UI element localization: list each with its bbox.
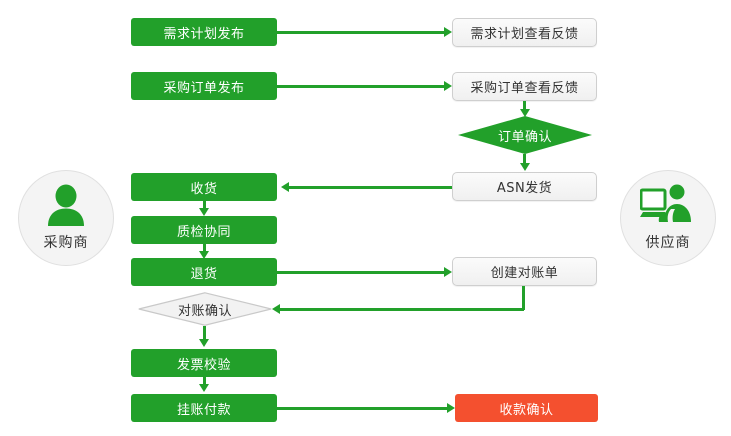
connector-return-to-statement bbox=[277, 270, 444, 274]
node-demand-plan-publish[interactable]: 需求计划发布 bbox=[131, 18, 277, 46]
node-purchase-order-publish[interactable]: 采购订单发布 bbox=[131, 72, 277, 100]
node-payable-payment-label: 挂账付款 bbox=[176, 402, 231, 418]
node-quality-collab[interactable]: 质检协同 bbox=[131, 216, 277, 244]
node-return-goods[interactable]: 退货 bbox=[131, 258, 277, 286]
connector-confirm-to-asn bbox=[523, 154, 526, 165]
node-create-statement-label: 创建对账单 bbox=[490, 266, 559, 281]
person-at-computer-icon bbox=[639, 184, 696, 230]
node-create-statement[interactable]: 创建对账单 bbox=[452, 257, 597, 286]
node-order-confirm[interactable]: 订单确认 bbox=[458, 116, 592, 154]
connector-confirm-to-asn-arrow bbox=[519, 163, 530, 171]
connector-asn-to-receive-arrow bbox=[281, 182, 289, 192]
node-purchase-order-feedback-label: 采购订单查看反馈 bbox=[470, 81, 579, 96]
connector-statement-down bbox=[521, 286, 525, 310]
connector-quality-to-return bbox=[202, 244, 206, 253]
node-demand-plan-feedback-label: 需求计划查看反馈 bbox=[470, 27, 579, 42]
connector-invoice-to-payment bbox=[202, 377, 206, 386]
reconcile-confirm-diamond-shape bbox=[138, 292, 272, 326]
node-quality-collab-label: 质检协同 bbox=[176, 224, 231, 240]
connector-receive-to-quality bbox=[202, 201, 206, 210]
connector-reconcile-to-invoice-arrow bbox=[199, 339, 209, 347]
connector-invoice-to-payment-arrow bbox=[199, 384, 209, 392]
connector-asn-to-receive bbox=[289, 185, 452, 189]
connector-purchase-order-arrow bbox=[444, 81, 452, 91]
node-demand-plan-feedback[interactable]: 需求计划查看反馈 bbox=[452, 18, 597, 47]
node-receipt-confirm-label: 收款确认 bbox=[499, 402, 554, 418]
connector-purchase-order bbox=[277, 84, 444, 88]
connector-demand-plan bbox=[277, 30, 444, 34]
node-receive-goods[interactable]: 收货 bbox=[131, 173, 277, 201]
connector-statement-left bbox=[280, 307, 524, 311]
connector-payment-to-receipt-arrow bbox=[447, 403, 455, 413]
actor-buyer-label: 采购商 bbox=[43, 235, 89, 251]
person-icon bbox=[44, 184, 88, 230]
node-payable-payment[interactable]: 挂账付款 bbox=[131, 394, 277, 422]
node-asn-shipment-label: ASN发货 bbox=[496, 181, 553, 196]
node-invoice-verify-label: 发票校验 bbox=[176, 357, 231, 373]
node-invoice-verify[interactable]: 发票校验 bbox=[131, 349, 277, 377]
node-reconcile-confirm[interactable]: 对账确认 bbox=[138, 292, 272, 326]
actor-buyer[interactable]: 采购商 bbox=[18, 170, 114, 266]
actor-supplier[interactable]: 供应商 bbox=[620, 170, 716, 266]
node-return-goods-label: 退货 bbox=[190, 266, 218, 282]
node-asn-shipment[interactable]: ASN发货 bbox=[452, 172, 597, 201]
connector-feedback-to-confirm bbox=[523, 101, 526, 113]
node-demand-plan-publish-label: 需求计划发布 bbox=[163, 26, 245, 42]
connector-reconcile-to-invoice bbox=[202, 326, 206, 340]
connector-receive-to-quality-arrow bbox=[199, 208, 209, 216]
order-confirm-diamond-shape bbox=[458, 116, 592, 154]
connector-statement-to-reconcile-arrow bbox=[272, 304, 280, 314]
node-purchase-order-publish-label: 采购订单发布 bbox=[163, 80, 245, 96]
actor-supplier-label: 供应商 bbox=[645, 235, 691, 251]
connector-payment-to-receipt bbox=[277, 406, 447, 410]
connector-feedback-to-confirm-arrow bbox=[519, 109, 530, 117]
node-receipt-confirm[interactable]: 收款确认 bbox=[455, 394, 598, 422]
connector-return-to-statement-arrow bbox=[444, 267, 452, 277]
node-purchase-order-feedback[interactable]: 采购订单查看反馈 bbox=[452, 72, 597, 101]
node-receive-goods-label: 收货 bbox=[190, 181, 218, 197]
connector-demand-plan-arrow bbox=[444, 27, 452, 37]
connector-quality-to-return-arrow bbox=[199, 251, 209, 259]
